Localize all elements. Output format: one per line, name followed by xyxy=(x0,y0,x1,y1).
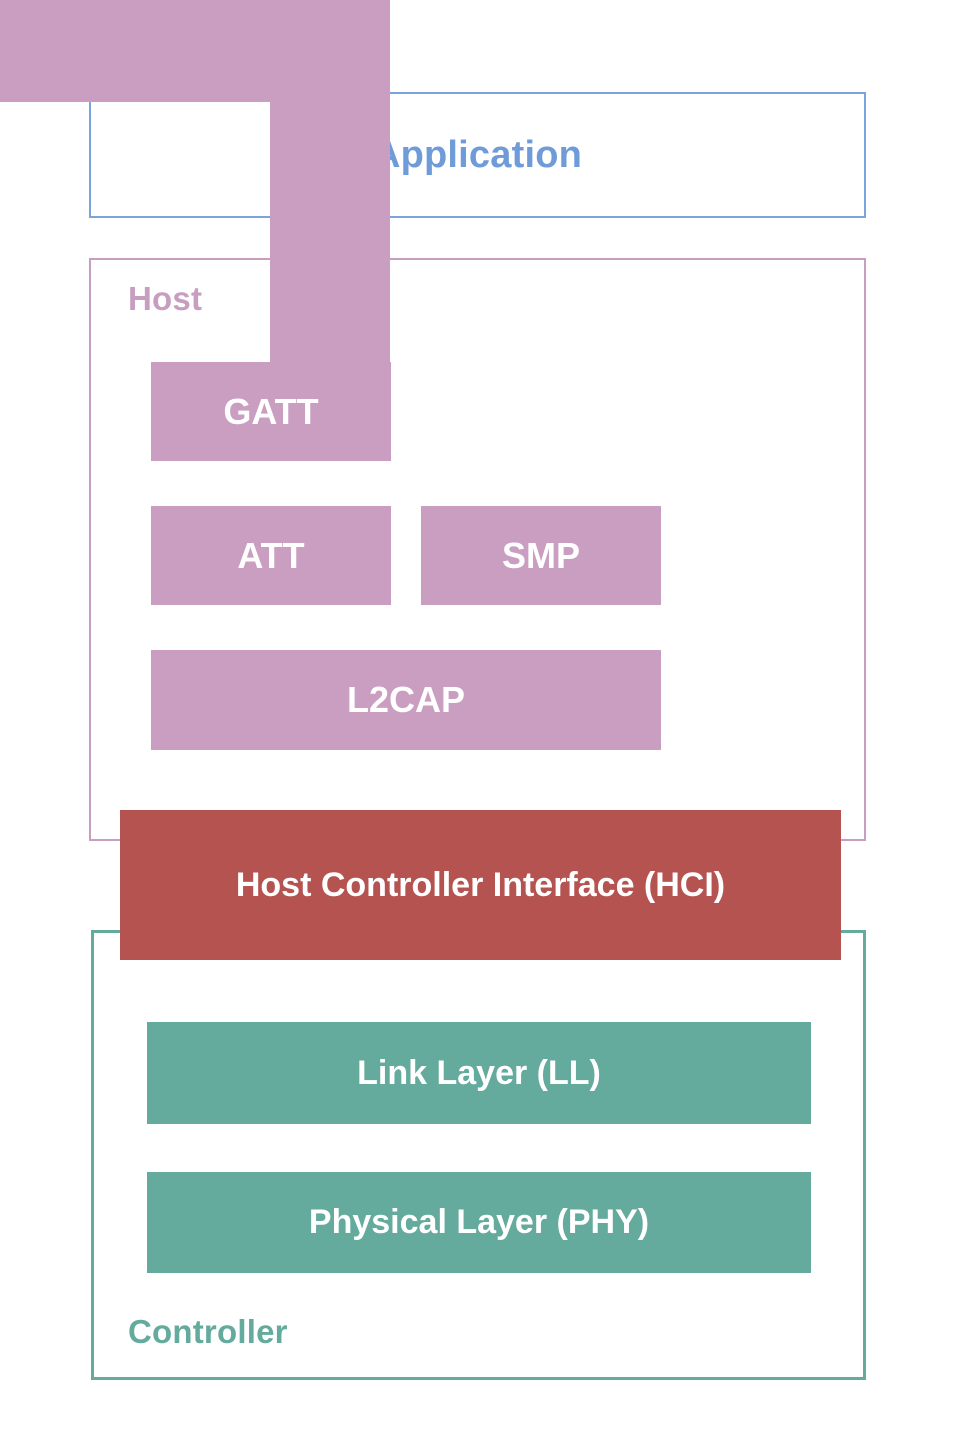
application-layer-box[interactable] xyxy=(89,92,866,218)
application-layer-label: Application xyxy=(372,133,583,176)
host-section-label: Host xyxy=(128,280,203,317)
host-block-gap-label: GAP xyxy=(576,392,655,433)
host-block-smp[interactable]: SMP xyxy=(421,506,661,605)
host-controller-interface-bar[interactable]: Host Controller Interface (HCI) xyxy=(120,810,841,960)
host-block-att[interactable]: ATT xyxy=(151,506,391,605)
controller-block-link-layer[interactable]: Link Layer (LL) xyxy=(147,1022,811,1124)
host-block-l2cap[interactable]: L2CAP xyxy=(151,650,661,750)
controller-block-physical-layer[interactable]: Physical Layer (PHY) xyxy=(147,1172,811,1273)
controller-section-label: Controller xyxy=(128,1313,288,1350)
